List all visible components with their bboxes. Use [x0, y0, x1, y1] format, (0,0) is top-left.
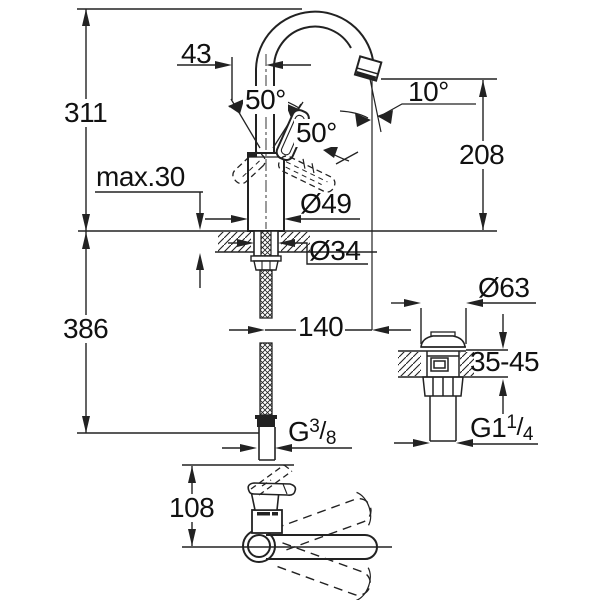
bottom-view [242, 464, 378, 600]
bottom-spout-ghost-up [274, 491, 372, 552]
dim-label-max30: max.30 [96, 161, 185, 192]
dim-311-386 [82, 9, 90, 433]
angle-label-50-left: 50° [243, 84, 288, 115]
dim-label-3545: 35-45 [470, 346, 540, 377]
bottom-spout-solid [242, 529, 378, 563]
mounting-shank [250, 230, 282, 271]
angle-label-10: 10° [408, 76, 449, 107]
g38-prefix: G [288, 416, 310, 447]
angle-10 [339, 78, 476, 330]
thread-label-g38: G3/8 [288, 416, 337, 449]
g114-denominator: 4 [522, 424, 534, 445]
dim-g38 [222, 444, 352, 452]
dim-label-140: 140 [296, 311, 346, 342]
dim-label-311: 311 [62, 97, 110, 128]
drain-flange [420, 331, 466, 352]
dim-3545 [499, 314, 507, 414]
dim-label-dia49: Ø49 [300, 188, 352, 219]
bottom-spout-ghost-down [274, 542, 371, 600]
thread-label-g114: G11/4 [470, 412, 534, 445]
bottom-body-handle [247, 464, 297, 534]
g38-denominator: 8 [325, 428, 337, 449]
faucet-body [247, 54, 285, 232]
dim-g114 [394, 439, 538, 447]
supply-hose [255, 269, 277, 461]
reference-lines [77, 8, 497, 434]
dim-label-43: 43 [181, 38, 212, 69]
dim-dia63 [391, 299, 536, 344]
handle-ghost-left [232, 151, 266, 185]
counter-hatch [218, 232, 310, 252]
g114-slash: / [516, 413, 523, 441]
dim-label-208: 208 [457, 139, 507, 170]
dim-label-dia63: Ø63 [478, 272, 530, 303]
dim-label-108: 108 [167, 492, 217, 523]
handle-ghost-right [278, 155, 336, 193]
drain-body [422, 351, 464, 442]
g38-slash: / [319, 417, 326, 445]
drain-detail-view [398, 331, 508, 442]
dim-max30 [95, 191, 204, 288]
g38-numerator: 3 [309, 416, 320, 437]
g114-prefix: G1 [470, 412, 507, 443]
spout-outlet [353, 55, 383, 82]
dim-label-dia34: Ø34 [309, 235, 361, 266]
angle-label-50-right: 50° [294, 117, 339, 148]
dim-dia49 [205, 215, 360, 223]
faucet-front-view [218, 10, 383, 461]
dim-label-386: 386 [61, 313, 111, 344]
g114-numerator: 1 [506, 412, 517, 433]
